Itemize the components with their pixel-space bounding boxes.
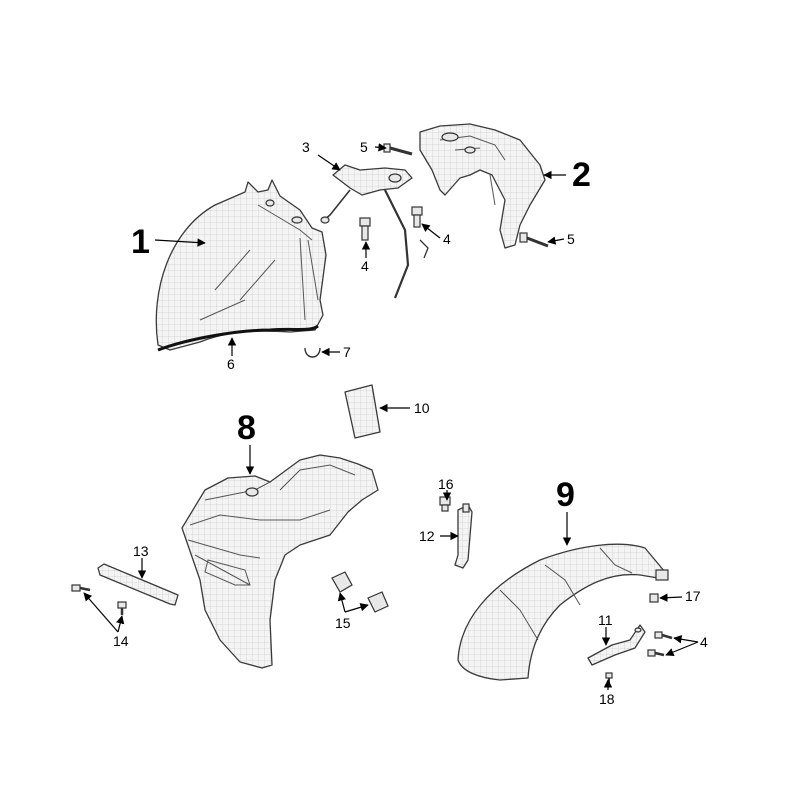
callout-17: 17 bbox=[685, 588, 701, 604]
screw-17 bbox=[649, 593, 659, 603]
callout-3: 3 bbox=[302, 139, 310, 155]
part-rear-mudguard bbox=[457, 543, 669, 681]
callout-4-right: 4 bbox=[443, 231, 451, 247]
part-upper-front-cover bbox=[419, 123, 546, 249]
part-flat-bracket bbox=[97, 563, 179, 606]
screws-14 bbox=[71, 584, 127, 615]
callout-11: 11 bbox=[598, 612, 613, 628]
part-plate bbox=[344, 384, 381, 439]
callout-2: 2 bbox=[572, 156, 591, 194]
bolt-5-upper bbox=[383, 143, 413, 156]
part-vertical-strap bbox=[454, 503, 473, 569]
callout-1: 1 bbox=[131, 223, 150, 261]
clip-nuts-15 bbox=[331, 571, 389, 613]
part-edge-trim-strip bbox=[157, 324, 319, 352]
part-small-bracket bbox=[587, 624, 646, 666]
callout-4-lower: 4 bbox=[700, 634, 708, 650]
callout-12: 12 bbox=[419, 528, 435, 544]
callout-10: 10 bbox=[414, 400, 430, 416]
screw-18 bbox=[605, 672, 613, 684]
bolt-5-right bbox=[519, 232, 549, 248]
screw-4-left bbox=[359, 217, 371, 241]
leader-lines bbox=[83, 143, 699, 690]
part-rear-inner-fender bbox=[181, 454, 379, 669]
part-mounting-bracket bbox=[320, 164, 429, 299]
callout-4-left: 4 bbox=[361, 258, 369, 274]
callout-9: 9 bbox=[556, 476, 575, 514]
callout-13: 13 bbox=[133, 543, 149, 559]
part-front-mudguard bbox=[155, 179, 327, 351]
screws-4-lower bbox=[647, 631, 673, 657]
callout-14: 14 bbox=[113, 633, 129, 649]
callout-6: 6 bbox=[227, 356, 235, 372]
screw-16 bbox=[439, 496, 451, 512]
callout-15: 15 bbox=[335, 615, 351, 631]
callout-5-upper: 5 bbox=[360, 139, 368, 155]
callout-8: 8 bbox=[237, 409, 256, 447]
callout-18: 18 bbox=[599, 691, 615, 707]
callout-16: 16 bbox=[438, 476, 454, 492]
callout-7: 7 bbox=[343, 344, 351, 360]
screw-4-right bbox=[411, 206, 423, 228]
callout-5-right: 5 bbox=[567, 231, 575, 247]
clip-7 bbox=[304, 347, 321, 358]
